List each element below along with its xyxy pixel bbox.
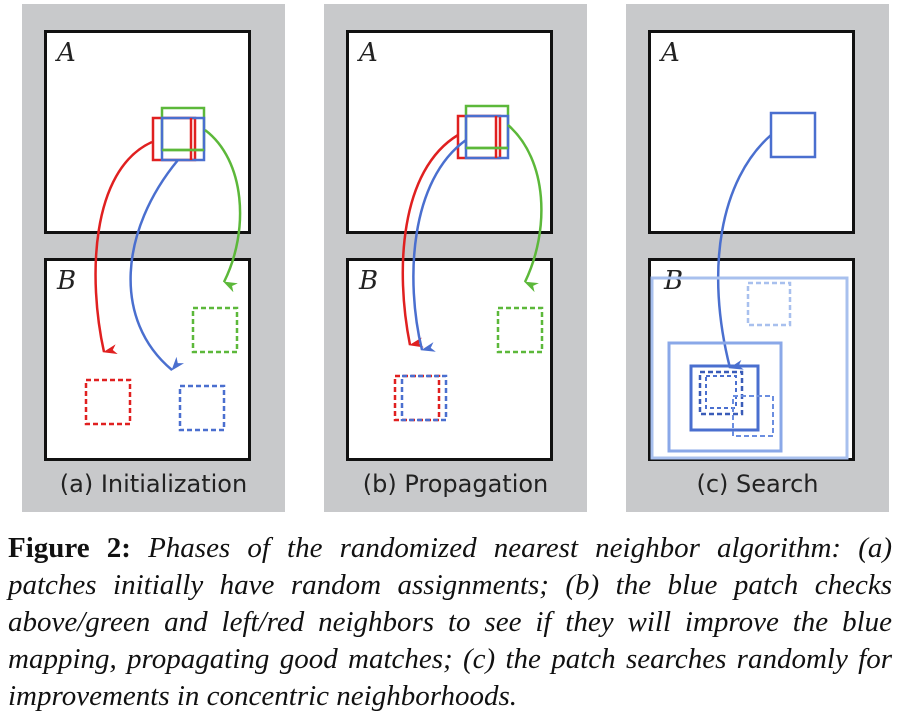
panel-caption-search: (c) Search	[696, 470, 819, 498]
image-a-box	[346, 30, 553, 234]
candidate-patch	[732, 395, 774, 437]
image-a-box	[44, 30, 251, 234]
candidate-patch	[705, 375, 737, 409]
patches-propagation	[393, 104, 544, 422]
image-a-box	[648, 30, 855, 234]
red-source-patch	[456, 114, 502, 160]
figure-label: Figure 2:	[8, 532, 131, 564]
label-b: B	[359, 266, 379, 296]
red-arrow	[94, 140, 153, 355]
diagram-overlay	[84, 104, 849, 460]
blue-target-patch	[400, 374, 448, 422]
panel-caption-propagation: (b) Propagation	[362, 470, 549, 498]
search-radius-medium	[667, 341, 783, 453]
image-b-box	[648, 258, 855, 461]
label-a: A	[359, 38, 378, 68]
blue-source-patch	[464, 114, 510, 160]
search-radius-large	[650, 276, 849, 460]
blue-arrow	[129, 159, 185, 371]
green-arrow	[507, 124, 543, 293]
panel-caption-initialization: (a) Initialization	[59, 470, 248, 498]
red-target-patch	[84, 378, 132, 426]
label-a: A	[57, 38, 76, 68]
figure-caption: Figure 2: Phases of the randomized neare…	[8, 530, 892, 715]
best-match-patch	[698, 370, 744, 416]
green-target-patch	[496, 306, 544, 354]
image-b-box	[346, 258, 553, 461]
patches-initialization	[84, 106, 242, 432]
green-arrow	[204, 129, 242, 293]
figure-caption-text: Phases of the randomized nearest neighbo…	[8, 532, 893, 712]
patches-search	[650, 111, 849, 460]
red-arrow	[401, 133, 459, 348]
label-a: A	[661, 38, 680, 68]
blue-arrow	[716, 134, 772, 370]
blue-target-patch	[178, 384, 226, 432]
label-b: B	[57, 266, 77, 296]
blue-source-patch	[160, 116, 206, 162]
candidate-patch	[746, 281, 792, 327]
image-b-box	[44, 258, 251, 461]
green-source-patch	[160, 106, 206, 152]
blue-arrow	[412, 138, 467, 352]
label-b: B	[664, 266, 684, 296]
red-target-patch	[393, 374, 441, 422]
source-patch	[769, 111, 817, 159]
red-source-patch	[151, 116, 197, 162]
green-target-patch	[191, 306, 239, 354]
search-radius-small	[689, 364, 760, 432]
green-source-patch	[464, 104, 510, 150]
